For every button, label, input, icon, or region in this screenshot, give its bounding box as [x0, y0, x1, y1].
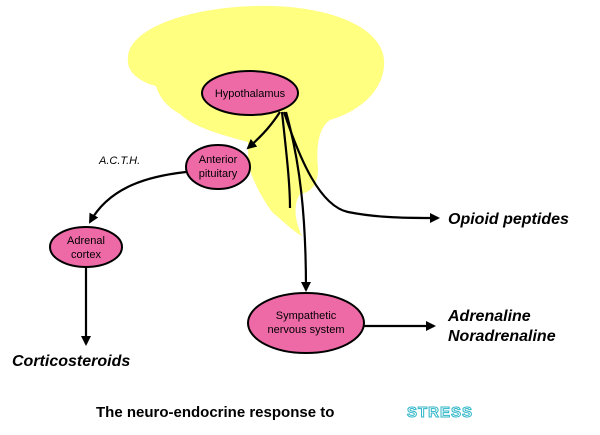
caption-stress-highlight: STRESS	[407, 404, 473, 421]
output-corticosteroids: Corticosteroids	[12, 353, 130, 370]
node-adrenal-cortex-line1: Adrenal	[67, 235, 105, 247]
edge-hypothalamus-to-opioid	[282, 111, 440, 223]
caption-text: The neuro-endocrine response to	[96, 404, 334, 421]
edge-label-acth: A.C.T.H.	[98, 155, 140, 167]
node-hypothalamus-label: Hypothalamus	[215, 88, 286, 100]
edge-pituitary-to-adrenal	[89, 170, 187, 224]
node-hypothalamus: Hypothalamus	[201, 70, 299, 116]
node-sympathetic-line1: Sympathetic	[276, 310, 337, 322]
node-anterior-pituitary-line1: Anterior	[199, 154, 238, 166]
node-anterior-pituitary-line2: pituitary	[199, 168, 238, 180]
node-sympathetic-nervous-system: Sympathetic nervous system	[247, 292, 365, 354]
output-noradrenaline: Noradrenaline	[448, 328, 556, 345]
node-sympathetic-line2: nervous system	[267, 324, 344, 336]
edge-hypothalamus-to-pituitary	[246, 111, 281, 150]
node-anterior-pituitary: Anterior pituitary	[185, 144, 251, 190]
output-adrenaline: Adrenaline	[447, 308, 531, 325]
edge-hypothalamus-to-sympathetic-2	[284, 111, 311, 292]
output-opioid-peptides: Opioid peptides	[448, 211, 569, 228]
node-adrenal-cortex-line2: cortex	[71, 249, 101, 261]
edge-hypothalamus-to-sympathetic-1	[280, 111, 292, 209]
node-adrenal-cortex: Adrenal cortex	[49, 226, 123, 268]
brain-shape	[127, 5, 385, 237]
